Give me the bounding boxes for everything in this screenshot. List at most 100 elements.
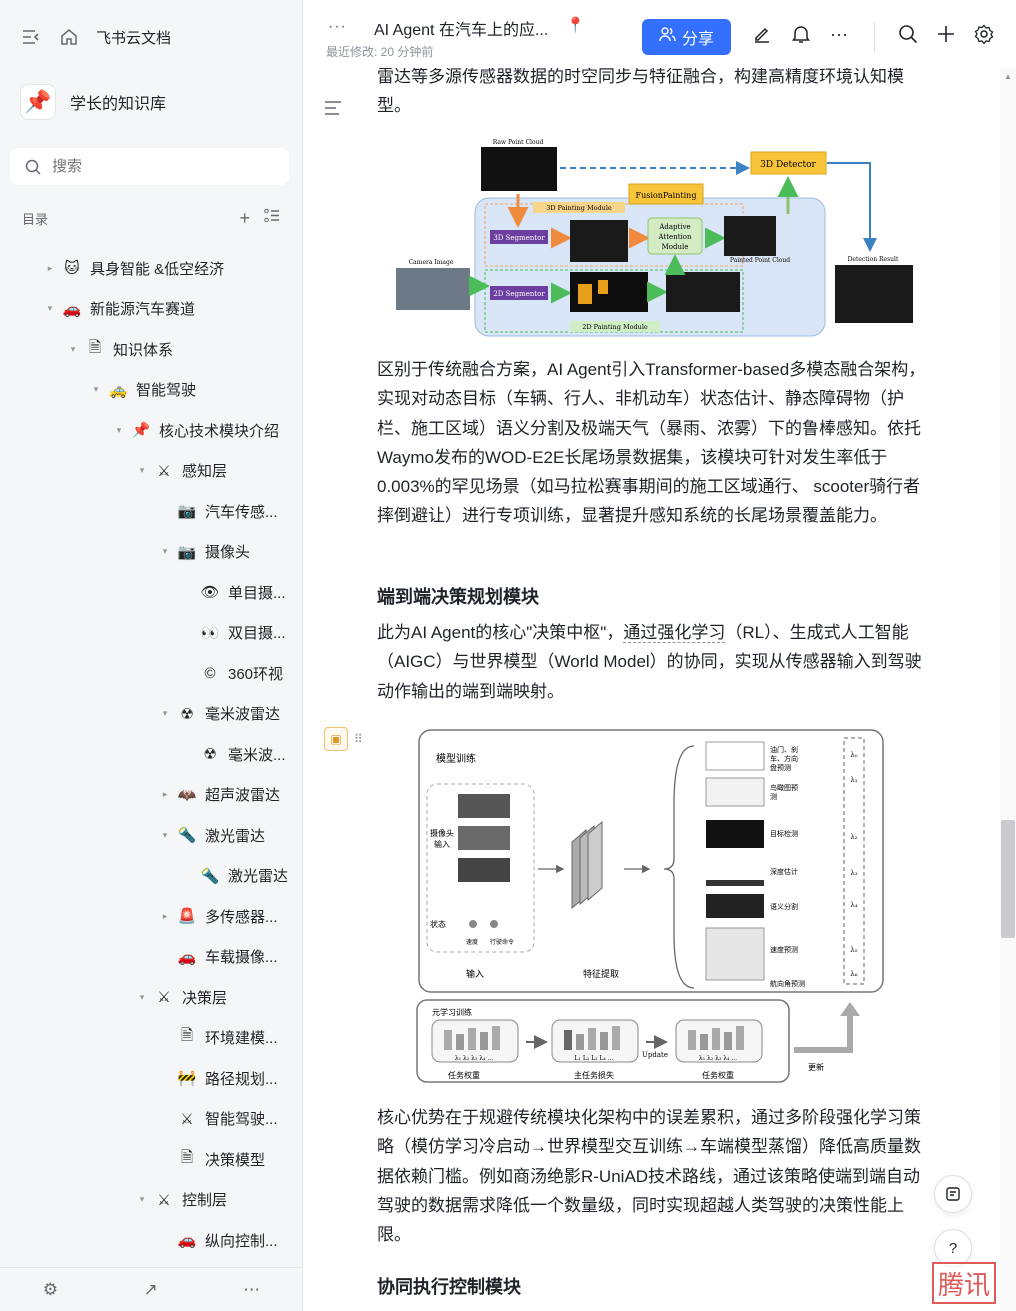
tree-item[interactable]: ▾🚗新能源汽车赛道 [0,289,303,330]
collapse-caret-icon[interactable]: ▸ [162,910,168,921]
help-icon[interactable]: ? [934,1229,972,1267]
scrollbar-thumb[interactable] [1001,820,1015,938]
expand-caret-icon[interactable]: ▾ [162,546,168,557]
tree-item[interactable]: ⚔智能驾驶... [0,1099,303,1140]
settings-icon[interactable]: ⚙ [42,1279,58,1299]
expand-caret-icon[interactable]: ▾ [70,343,76,354]
paragraph-e2e-a: 此为AI Agent的核心"决策中枢"， [377,623,624,642]
search-icon[interactable] [898,24,918,44]
svg-text:λ₁ λ₂ λ₃ λ₄ ...: λ₁ λ₂ λ₃ λ₄ ... [699,1055,737,1062]
doc-icon: © [204,664,216,682]
svg-text:鸟瞰图预: 鸟瞰图预 [770,783,798,792]
paragraph-e2e: 此为AI Agent的核心"决策中枢"，通过强化学习（RL）、生成式人工智能（A… [377,618,927,706]
collapse-caret-icon[interactable]: ▸ [47,262,53,273]
sidebar-search[interactable] [10,148,289,185]
tree-item-label: 新能源汽车赛道 [90,301,196,319]
expand-caret-icon[interactable]: ▾ [139,465,145,476]
home-icon[interactable] [58,26,80,48]
add-icon[interactable] [936,24,956,44]
svg-text:Detection Result: Detection Result [848,256,899,263]
tree-item[interactable]: 🗎环境建模... [0,1018,303,1059]
search-input[interactable] [52,158,272,175]
tree-item[interactable]: 👁单目摄... [0,572,303,613]
expand-caret-icon[interactable]: ▾ [139,991,145,1002]
doc-icon: 🚗 [177,948,197,966]
svg-text:Adaptive: Adaptive [658,223,690,231]
drag-handle-icon[interactable]: ⠿ [354,732,363,746]
doc-icon: 🗎 [88,338,102,356]
doc-title[interactable]: AI Agent 在汽车上的应... [374,22,549,39]
tree-item[interactable]: 👀双目摄... [0,613,303,654]
list-options-icon[interactable] [264,208,280,229]
knowledge-base-name: 学长的知识库 [70,96,167,113]
tree-item[interactable]: ▾☢毫米波雷达 [0,694,303,735]
svg-text:模型训练: 模型训练 [436,752,476,765]
more-options-icon[interactable]: ··· [830,24,848,44]
sidebar-header: 飞书云文档 [20,18,288,56]
scroll-up-icon[interactable]: ▲ [1004,72,1012,81]
collapse-caret-icon[interactable]: ▸ [162,789,168,800]
pin-icon[interactable]: 📍 [566,17,585,34]
outline-icon[interactable] [324,100,342,120]
bell-icon[interactable] [792,24,810,44]
document-content: 雷达等多源传感器数据的时空同步与特征融合，构建高精度环境认知模型。 Raw Po… [304,68,1000,1311]
tree-item[interactable]: ▾🚕智能驾驶 [0,370,303,411]
tree-item[interactable]: 🗎决策模型 [0,1139,303,1180]
edit-icon[interactable] [752,24,772,44]
tree-item[interactable]: ▾⚔控制层 [0,1180,303,1221]
knowledge-base-header[interactable]: 📌 学长的知识库 [20,84,166,120]
toc-label: 目录 [22,211,49,227]
tree-item[interactable]: 📷汽车传感... [0,491,303,532]
comment-panel-icon[interactable] [934,1175,972,1213]
tree-item[interactable]: ▾⚔感知层 [0,451,303,492]
svg-text:航向角预测: 航向角预测 [770,979,805,988]
last-modified: 最近修改: 20 分钟前 [326,45,434,59]
svg-text:λ₂: λ₂ [850,833,857,841]
tree-item[interactable]: ▸🐱具身智能 &低空经济 [0,248,303,289]
share-button[interactable]: 分享 [642,19,731,55]
tree-item[interactable]: ▾🗎知识体系 [0,329,303,370]
expand-caret-icon[interactable]: ▾ [116,424,122,435]
svg-text:Module: Module [662,243,689,251]
tree-item[interactable]: 🔦激光雷达 [0,856,303,897]
tree-item[interactable]: 🚗纵向控制... [0,1220,303,1261]
add-icon[interactable]: + [239,207,250,228]
expand-caret-icon[interactable]: ▾ [93,384,99,395]
breadcrumb-more-icon[interactable]: ··· [328,18,347,35]
share-out-icon[interactable]: ↗ [143,1279,158,1299]
expand-caret-icon[interactable]: ▾ [162,829,168,840]
tree-item[interactable]: 🚧路径规划... [0,1058,303,1099]
expand-caret-icon[interactable]: ▾ [139,1194,145,1205]
expand-caret-icon[interactable]: ▾ [47,303,53,314]
tree-item[interactable]: ▾🔦激光雷达 [0,815,303,856]
fusion-painting-diagram: Raw Point Cloud FusionPainting 3D Detect… [396,139,913,337]
collapse-sidebar-icon[interactable] [20,26,42,48]
doc-icon: 👁 [200,584,220,602]
paragraph-fusion-tail: 雷达等多源传感器数据的时空同步与特征融合，构建高精度环境认知模型。 [377,68,904,116]
tree-item[interactable]: ▾📷摄像头 [0,532,303,573]
tree-item-label: 多传感器... [205,908,278,926]
home-link[interactable]: 飞书云文档 [96,29,172,47]
image-toolbar: ▣ ⠿ [324,726,370,752]
image-icon[interactable]: ▣ [324,727,348,751]
expand-caret-icon[interactable]: ▾ [162,708,168,719]
toc-header: 目录 + [22,204,280,232]
tree-item[interactable]: ▸🦇超声波雷达 [0,775,303,816]
tree-item[interactable]: ▾📌核心技术模块介绍 [0,410,303,451]
watermark-text: 腾讯 [937,1270,990,1301]
tree-item-label: 毫米波... [228,746,286,764]
more-icon[interactable]: ⋯ [243,1279,261,1299]
pushpin-icon: 📌 [20,84,56,120]
tree-item[interactable]: ©360环视 [0,653,303,694]
settings-icon[interactable] [974,24,994,44]
tree-item-label: 环境建模... [205,1030,278,1048]
tree-item[interactable]: ▸🚨多传感器... [0,896,303,937]
tree-item[interactable]: 🚗车载摄像... [0,937,303,978]
tree-item[interactable]: ▾⚔决策层 [0,977,303,1018]
comment-link[interactable]: 通过强化学习 [623,623,726,643]
doc-icon: 📌 [131,422,151,440]
tree-item[interactable]: ☢毫米波... [0,734,303,775]
doc-icon: 👀 [200,624,220,642]
vertical-scrollbar[interactable]: ▲ [1000,68,1016,1311]
svg-text:任务权重: 任务权重 [702,1070,734,1080]
